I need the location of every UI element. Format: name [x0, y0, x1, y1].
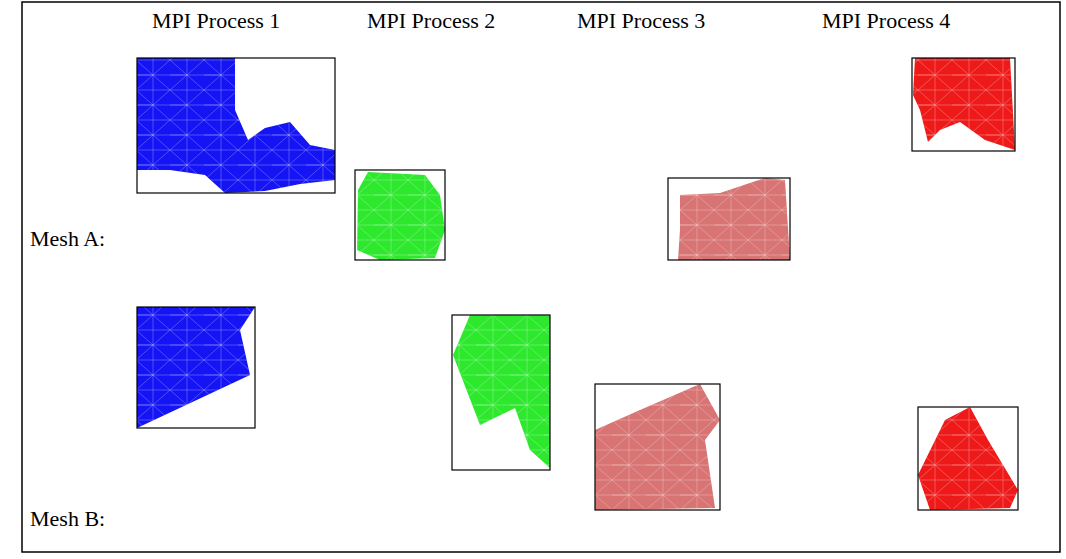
row-label: Mesh A: [30, 228, 105, 250]
mesh-b-p3 [595, 384, 720, 510]
mesh-a-p3 [668, 178, 790, 260]
mesh-b-p1 [137, 307, 255, 428]
column-header: MPI Process 2 [367, 10, 495, 32]
mesh-a-p2 [355, 170, 445, 260]
column-header: MPI Process 1 [152, 10, 280, 32]
column-header: MPI Process 4 [822, 10, 950, 32]
mesh-b-p4 [918, 407, 1018, 510]
column-header: MPI Process 3 [577, 10, 705, 32]
mesh-a-p1 [137, 58, 335, 193]
row-label: Mesh B: [30, 508, 105, 530]
outer-frame [22, 2, 1060, 552]
mesh-b-p2 [452, 315, 550, 470]
mesh-a-p4 [912, 58, 1015, 151]
